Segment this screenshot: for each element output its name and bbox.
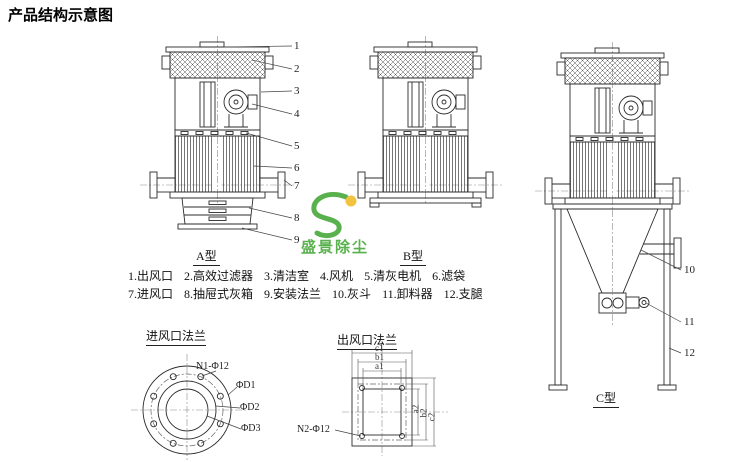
outlet-flange-title: 出风口法兰 <box>337 331 398 350</box>
legend-row-2: 7.进风口 8.抽屉式灰箱 9.安装法兰 10.灰斗 11.卸料器 12.支腿 <box>128 285 483 302</box>
callout-number-1: 1 <box>294 40 300 52</box>
inlet-bolt-label: N1-Φ12 <box>196 361 229 372</box>
machine-b-drawing <box>347 35 504 208</box>
outlet-dim-b1: b1 <box>375 352 384 362</box>
inlet-flange-title: 进风口法兰 <box>146 327 207 346</box>
callout-number-3: 3 <box>294 85 300 97</box>
outlet-dim-c1: c1 <box>375 343 384 353</box>
callout-number-9: 9 <box>294 234 300 246</box>
legend-item-8: 8.抽屉式灰箱 <box>184 287 254 301</box>
outlet-bolt-label: N2-Φ12 <box>297 424 330 435</box>
legend-item-1: 1.出风口 <box>128 269 174 283</box>
legend-item-12: 12.支腿 <box>443 287 483 301</box>
legend-item-10: 10.灰斗 <box>332 287 372 301</box>
callout-number-10: 10 <box>684 264 695 276</box>
callout-number-5: 5 <box>294 140 300 152</box>
outlet-dim-c2: c2 <box>426 412 437 422</box>
callout-number-7: 7 <box>294 180 300 192</box>
machine-a-drawing <box>139 35 296 230</box>
legend-item-9: 9.安装法兰 <box>264 287 322 301</box>
page-title: 产品结构示意图 <box>8 7 114 24</box>
inlet-dim-d1: ΦD1 <box>236 380 256 391</box>
inlet-flange-drawing <box>131 354 246 460</box>
legend-item-4: 4.风机 <box>320 269 354 283</box>
legend-item-2: 2.高效过滤器 <box>184 269 254 283</box>
machine-a-label: A型 <box>193 247 220 266</box>
legend-item-6: 6.滤袋 <box>432 269 466 283</box>
watermark-text: 盛景除尘 <box>301 240 370 256</box>
outlet-dim-a1: a1 <box>375 361 384 371</box>
callout-number-11: 11 <box>684 316 695 328</box>
machine-b-label: B型 <box>400 247 427 266</box>
legend-item-3: 3.清洁室 <box>264 269 310 283</box>
legend-item-5: 5.清灰电机 <box>364 269 422 283</box>
callout-number-2: 2 <box>294 63 300 75</box>
legend-row-1: 1.出风口 2.高效过滤器 3.清洁室 4.风机 5.清灰电机 6.滤袋 <box>128 267 465 284</box>
legend-item-7: 7.进风口 <box>128 287 174 301</box>
callout-number-12: 12 <box>684 347 695 359</box>
callout-number-6: 6 <box>294 162 300 174</box>
inlet-dim-d3: ΦD3 <box>241 423 261 434</box>
inlet-dim-d2: ΦD2 <box>240 402 260 413</box>
watermark-logo <box>311 192 357 239</box>
outlet-flange-drawing <box>334 342 448 456</box>
callout-number-4: 4 <box>294 108 300 120</box>
machine-c-drawing <box>534 41 691 391</box>
callout-leader-lines <box>223 45 682 354</box>
legend-item-11: 11.卸料器 <box>382 287 433 301</box>
callout-number-8: 8 <box>294 212 300 224</box>
machine-c-label: C型 <box>593 389 620 408</box>
